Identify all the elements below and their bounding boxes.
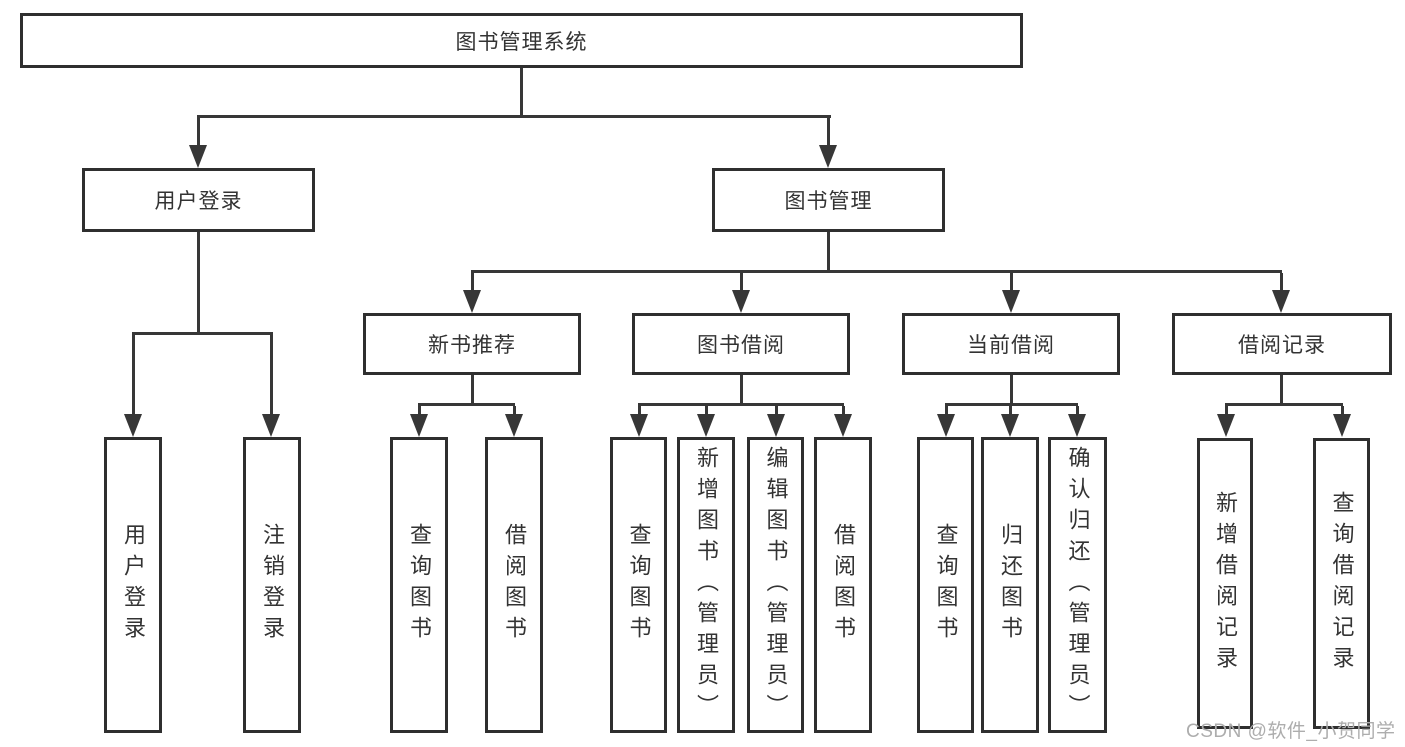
leaf-confirm-return-admin: 确认归还（管理员）	[1048, 437, 1107, 733]
h-line	[945, 403, 1078, 406]
node-book-management: 图书管理	[712, 168, 945, 232]
v-line	[520, 68, 523, 118]
node-label: 当前借阅	[967, 334, 1055, 357]
node-label: 新增图书（管理员）	[694, 445, 719, 725]
arrowhead-down-icon	[189, 145, 207, 168]
node-new-book-recommend: 新书推荐	[363, 313, 581, 375]
arrowhead-down-icon	[1068, 414, 1086, 437]
v-line	[418, 406, 421, 416]
h-line	[132, 332, 273, 335]
h-line	[418, 403, 515, 406]
v-line	[1009, 406, 1012, 416]
v-line	[197, 232, 200, 335]
v-line	[827, 232, 830, 273]
h-line	[197, 115, 831, 118]
leaf-add-book-admin: 新增图书（管理员）	[677, 437, 735, 733]
arrowhead-down-icon	[937, 414, 955, 437]
node-label: 注销登录	[260, 523, 285, 647]
leaf-logout: 注销登录	[243, 437, 301, 733]
node-label: 查询借阅记录	[1329, 490, 1355, 677]
v-line	[270, 335, 273, 415]
v-line	[827, 118, 830, 146]
arrowhead-down-icon	[262, 414, 280, 437]
v-line	[513, 406, 516, 416]
node-book-borrowing: 图书借阅	[632, 313, 850, 375]
v-line	[1280, 273, 1283, 291]
arrowhead-down-icon	[767, 414, 785, 437]
arrowhead-down-icon	[1001, 414, 1019, 437]
node-label: 查询图书	[626, 523, 652, 647]
node-borrow-records: 借阅记录	[1172, 313, 1392, 375]
arrowhead-down-icon	[834, 414, 852, 437]
node-label: 新增借阅记录	[1213, 490, 1238, 677]
v-line	[740, 273, 743, 291]
arrowhead-down-icon	[819, 145, 837, 168]
arrowhead-down-icon	[1333, 414, 1351, 437]
arrowhead-down-icon	[697, 414, 715, 437]
v-line	[1076, 406, 1079, 416]
v-line	[842, 406, 845, 416]
leaf-borrow-book-borrowing: 借阅图书	[814, 437, 872, 733]
arrowhead-down-icon	[1272, 290, 1290, 313]
node-label: 用户登录	[121, 523, 146, 647]
node-label: 查询图书	[933, 523, 959, 647]
node-label: 借阅图书	[502, 523, 527, 647]
node-label: 查询图书	[407, 523, 432, 647]
v-line	[705, 406, 708, 416]
node-label: 新书推荐	[428, 334, 516, 357]
arrowhead-down-icon	[124, 414, 142, 437]
leaf-query-book-borrowing: 查询图书	[610, 437, 667, 733]
node-label: 借阅记录	[1238, 334, 1326, 357]
h-line	[638, 403, 844, 406]
arrowhead-down-icon	[1002, 290, 1020, 313]
leaf-user-login: 用户登录	[104, 437, 162, 733]
arrowhead-down-icon	[732, 290, 750, 313]
node-label: 借阅图书	[831, 523, 856, 647]
node-label: 图书管理	[784, 190, 873, 213]
arrowhead-down-icon	[463, 290, 481, 313]
node-current-borrowing: 当前借阅	[902, 313, 1120, 375]
arrowhead-down-icon	[630, 414, 648, 437]
node-user-login-group: 用户登录	[82, 168, 315, 232]
v-line	[740, 375, 743, 406]
node-label: 归还图书	[998, 523, 1023, 647]
v-line	[1010, 375, 1013, 406]
v-line	[197, 118, 200, 146]
arrowhead-down-icon	[1217, 414, 1235, 437]
node-label: 图书管理系统	[455, 30, 588, 54]
v-line	[1280, 375, 1283, 406]
v-line	[1010, 273, 1013, 291]
arrowhead-down-icon	[410, 414, 428, 437]
leaf-query-borrow-record: 查询借阅记录	[1313, 438, 1370, 729]
v-line	[1225, 406, 1228, 416]
leaf-return-book: 归还图书	[981, 437, 1039, 733]
node-label: 编辑图书（管理员）	[763, 445, 789, 725]
node-label: 图书借阅	[697, 334, 785, 357]
leaf-query-book-current: 查询图书	[917, 437, 974, 733]
leaf-borrow-book-recommend: 借阅图书	[485, 437, 543, 733]
v-line	[471, 375, 474, 406]
v-line	[638, 406, 641, 416]
v-line	[471, 273, 474, 291]
h-line	[1225, 403, 1343, 406]
leaf-add-borrow-record: 新增借阅记录	[1197, 438, 1253, 729]
node-library-system: 图书管理系统	[20, 13, 1023, 68]
v-line	[775, 406, 778, 416]
node-label: 确认归还（管理员）	[1065, 445, 1091, 725]
v-line	[132, 335, 135, 415]
v-line	[1341, 406, 1344, 416]
h-line	[471, 270, 1282, 273]
arrowhead-down-icon	[505, 414, 523, 437]
leaf-edit-book-admin: 编辑图书（管理员）	[747, 437, 804, 733]
v-line	[945, 406, 948, 416]
leaf-query-book-recommend: 查询图书	[390, 437, 448, 733]
node-label: 用户登录	[154, 190, 243, 213]
csdn-watermark: CSDN @软件_小贺同学	[1186, 721, 1396, 742]
